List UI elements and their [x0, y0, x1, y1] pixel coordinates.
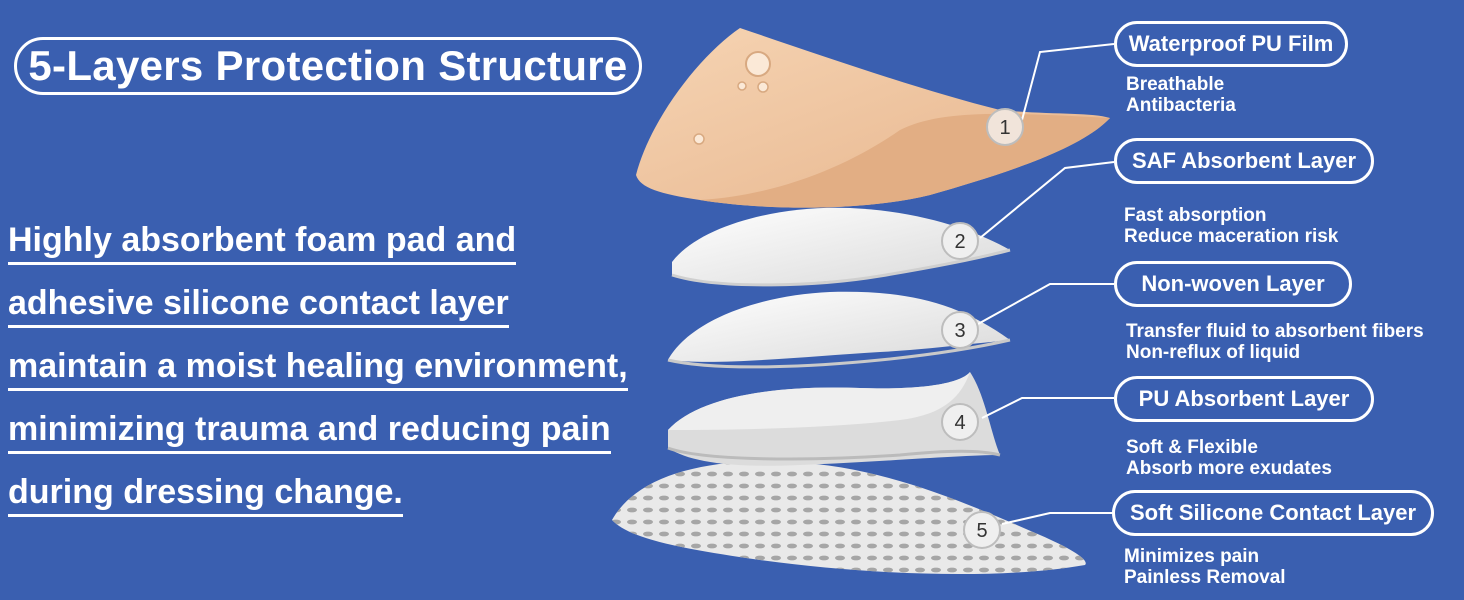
water-droplet-icon [693, 133, 705, 145]
layer-2-desc-1: Fast absorption [1124, 205, 1267, 226]
layer-2-desc-2: Reduce maceration risk [1124, 226, 1339, 247]
layer-number-badge-2: 2 [941, 222, 979, 260]
page-title: 5-Layers Protection Structure [14, 37, 642, 95]
layer-number-5: 5 [976, 520, 987, 542]
layer-4-desc-2: Absorb more exudates [1126, 458, 1332, 479]
body-text-line-5: during dressing change. [8, 472, 403, 517]
connector-line-1 [1021, 43, 1115, 121]
layer-number-badge-1: 1 [986, 108, 1024, 146]
layer-3-desc-1: Transfer fluid to absorbent fibers [1126, 321, 1424, 342]
water-droplet-icon [757, 81, 769, 93]
water-droplet-icon [745, 51, 771, 77]
layer-5-shape [612, 461, 1086, 575]
layer-1-desc-1: Breathable [1126, 74, 1225, 95]
layer-5-label: Soft Silicone Contact Layer [1112, 490, 1434, 536]
water-droplet-icon [737, 81, 747, 91]
layer-2-label: SAF Absorbent Layer [1114, 138, 1374, 184]
layer-4-shape [667, 372, 1001, 466]
layer-number-3: 3 [954, 320, 965, 342]
layer-number-1: 1 [999, 117, 1010, 139]
layer-5-desc-1: Minimizes pain [1124, 546, 1260, 567]
layer-5-desc-2: Painless Removal [1124, 567, 1286, 588]
layer-3-shape [667, 291, 1011, 369]
connector-line-4 [981, 397, 1114, 419]
layer-number-badge-3: 3 [941, 311, 979, 349]
layer-3-desc-2: Non-reflux of liquid [1126, 342, 1301, 363]
body-text-line-3: maintain a moist healing environment, [8, 346, 628, 391]
connector-lines [977, 43, 1115, 525]
connector-line-3 [977, 283, 1114, 325]
layer-1-desc-2: Antibacteria [1126, 95, 1236, 116]
layer-3-label: Non-woven Layer [1114, 261, 1352, 307]
layer-number-badge-5: 5 [963, 511, 1001, 549]
connector-line-2 [979, 161, 1115, 239]
body-text-line-2: adhesive silicone contact layer [8, 283, 509, 328]
layer-1-label: Waterproof PU Film [1114, 21, 1348, 67]
layer-4-desc-1: Soft & Flexible [1126, 437, 1258, 458]
body-text-line-1: Highly absorbent foam pad and [8, 220, 517, 265]
connector-line-5 [1001, 512, 1114, 525]
layer-4-label: PU Absorbent Layer [1114, 376, 1374, 422]
layer-number-badge-4: 4 [941, 403, 979, 441]
layer-number-4: 4 [954, 412, 965, 434]
layer-2-shape [671, 207, 1011, 287]
layer-number-2: 2 [954, 231, 965, 253]
body-text-line-4: minimizing trauma and reducing pain [8, 409, 611, 454]
